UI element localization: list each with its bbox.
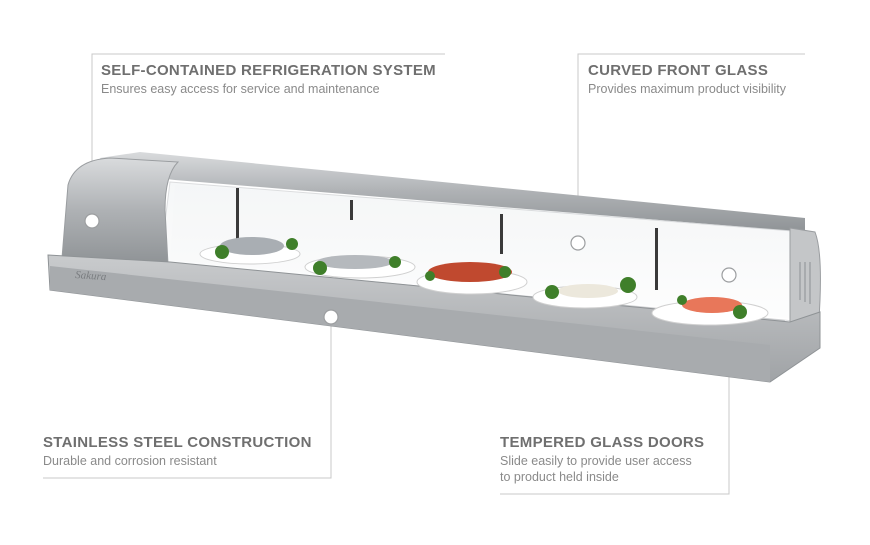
callout-title: STAINLESS STEEL CONSTRUCTION <box>43 434 312 451</box>
display-case: Sakura <box>47 152 821 383</box>
callout-description: Provides maximum product visibility <box>588 82 786 96</box>
food-plates <box>199 237 769 326</box>
hotspot-tempered-doors[interactable] <box>721 267 737 283</box>
callout-curved-glass: CURVED FRONT GLASS Provides maximum prod… <box>588 62 786 97</box>
callout-title: TEMPERED GLASS DOORS <box>500 434 705 451</box>
hotspot-refrigeration[interactable] <box>84 213 100 229</box>
glass-dividers <box>236 188 658 290</box>
callout-stainless: STAINLESS STEEL CONSTRUCTION Durable and… <box>43 434 312 469</box>
hotspot-curved-glass[interactable] <box>570 235 586 251</box>
leader-line-stainless <box>43 322 332 479</box>
callout-description-line-1: Slide easily to provide user access <box>500 454 692 468</box>
garnish-greens <box>215 238 747 319</box>
leader-line-curved-glass <box>577 53 805 236</box>
right-vent <box>799 262 811 304</box>
callout-description: Slide easily to provide user access to p… <box>500 453 704 485</box>
callout-title: SELF-CONTAINED REFRIGERATION SYSTEM <box>101 62 436 79</box>
base-front-face <box>50 266 770 382</box>
callout-description-line-2: to product held inside <box>500 470 619 484</box>
callout-title: CURVED FRONT GLASS <box>588 62 769 79</box>
refrigeration-housing <box>61 157 180 265</box>
case-top-canopy <box>100 152 805 232</box>
hotspots[interactable] <box>84 213 737 325</box>
callout-tempered-doors: TEMPERED GLASS DOORS Slide easily to pro… <box>500 434 704 485</box>
hotspot-stainless[interactable] <box>323 309 339 325</box>
brand-logo: Sakura <box>75 269 107 283</box>
callout-description: Ensures easy access for service and main… <box>101 82 380 96</box>
callout-refrigeration: SELF-CONTAINED REFRIGERATION SYSTEM Ensu… <box>101 62 436 97</box>
callout-description: Durable and corrosion resistant <box>43 454 217 468</box>
